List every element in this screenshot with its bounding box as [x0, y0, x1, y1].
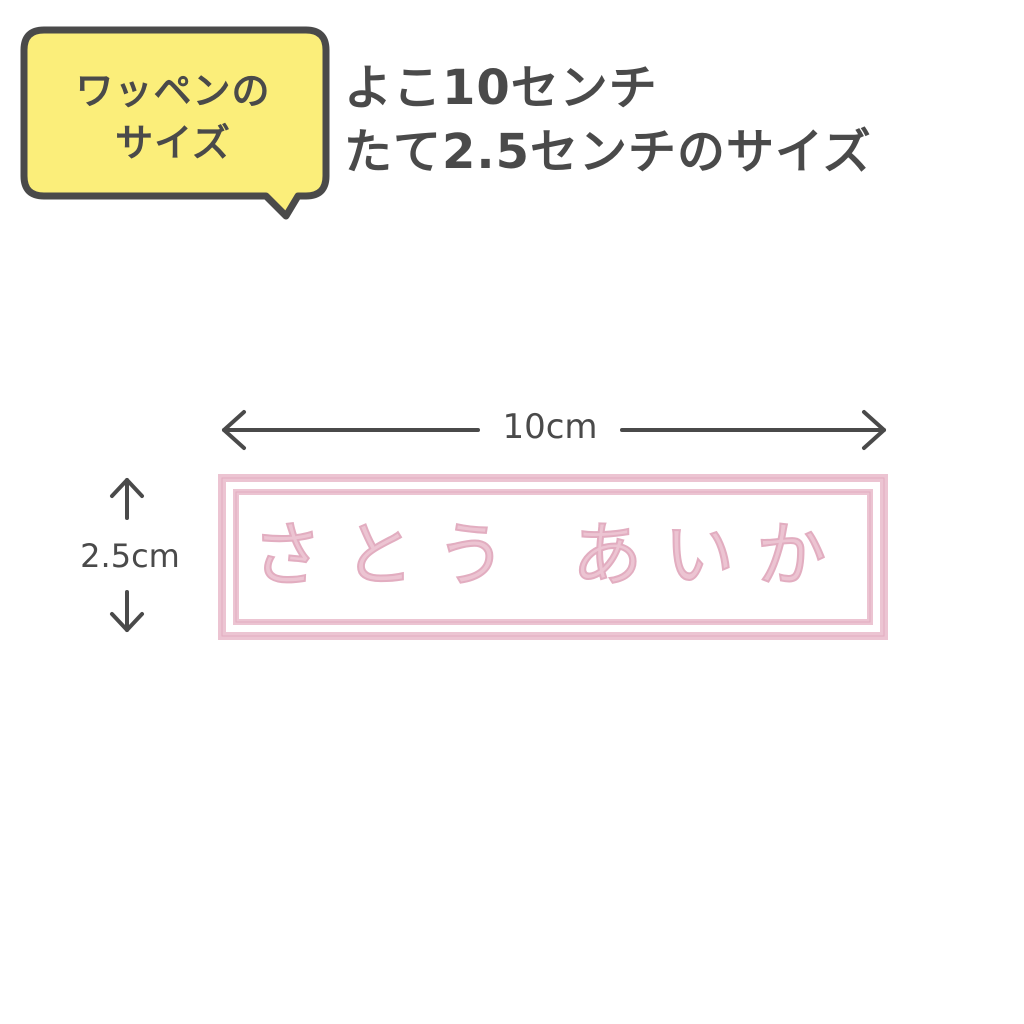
- headline-height: たて2.5センチのサイズ: [344, 124, 872, 180]
- width-dimension-label: 10cm: [480, 410, 620, 444]
- dimension-diagram: [110, 410, 888, 640]
- width-arrow: [222, 410, 886, 450]
- bubble-title-line-1: ワッペンの: [75, 69, 271, 113]
- bubble-title-line-2: サイズ: [115, 121, 231, 165]
- speech-bubble-shape: [20, 26, 330, 220]
- height-arrow: [110, 478, 144, 632]
- height-dimension-label: 2.5cm: [80, 537, 180, 575]
- patch-name-text: さとう あいか: [251, 513, 849, 597]
- patch-frame: [218, 474, 888, 640]
- headline-width: よこ10センチ: [344, 60, 658, 116]
- speech-bubble: [20, 26, 330, 220]
